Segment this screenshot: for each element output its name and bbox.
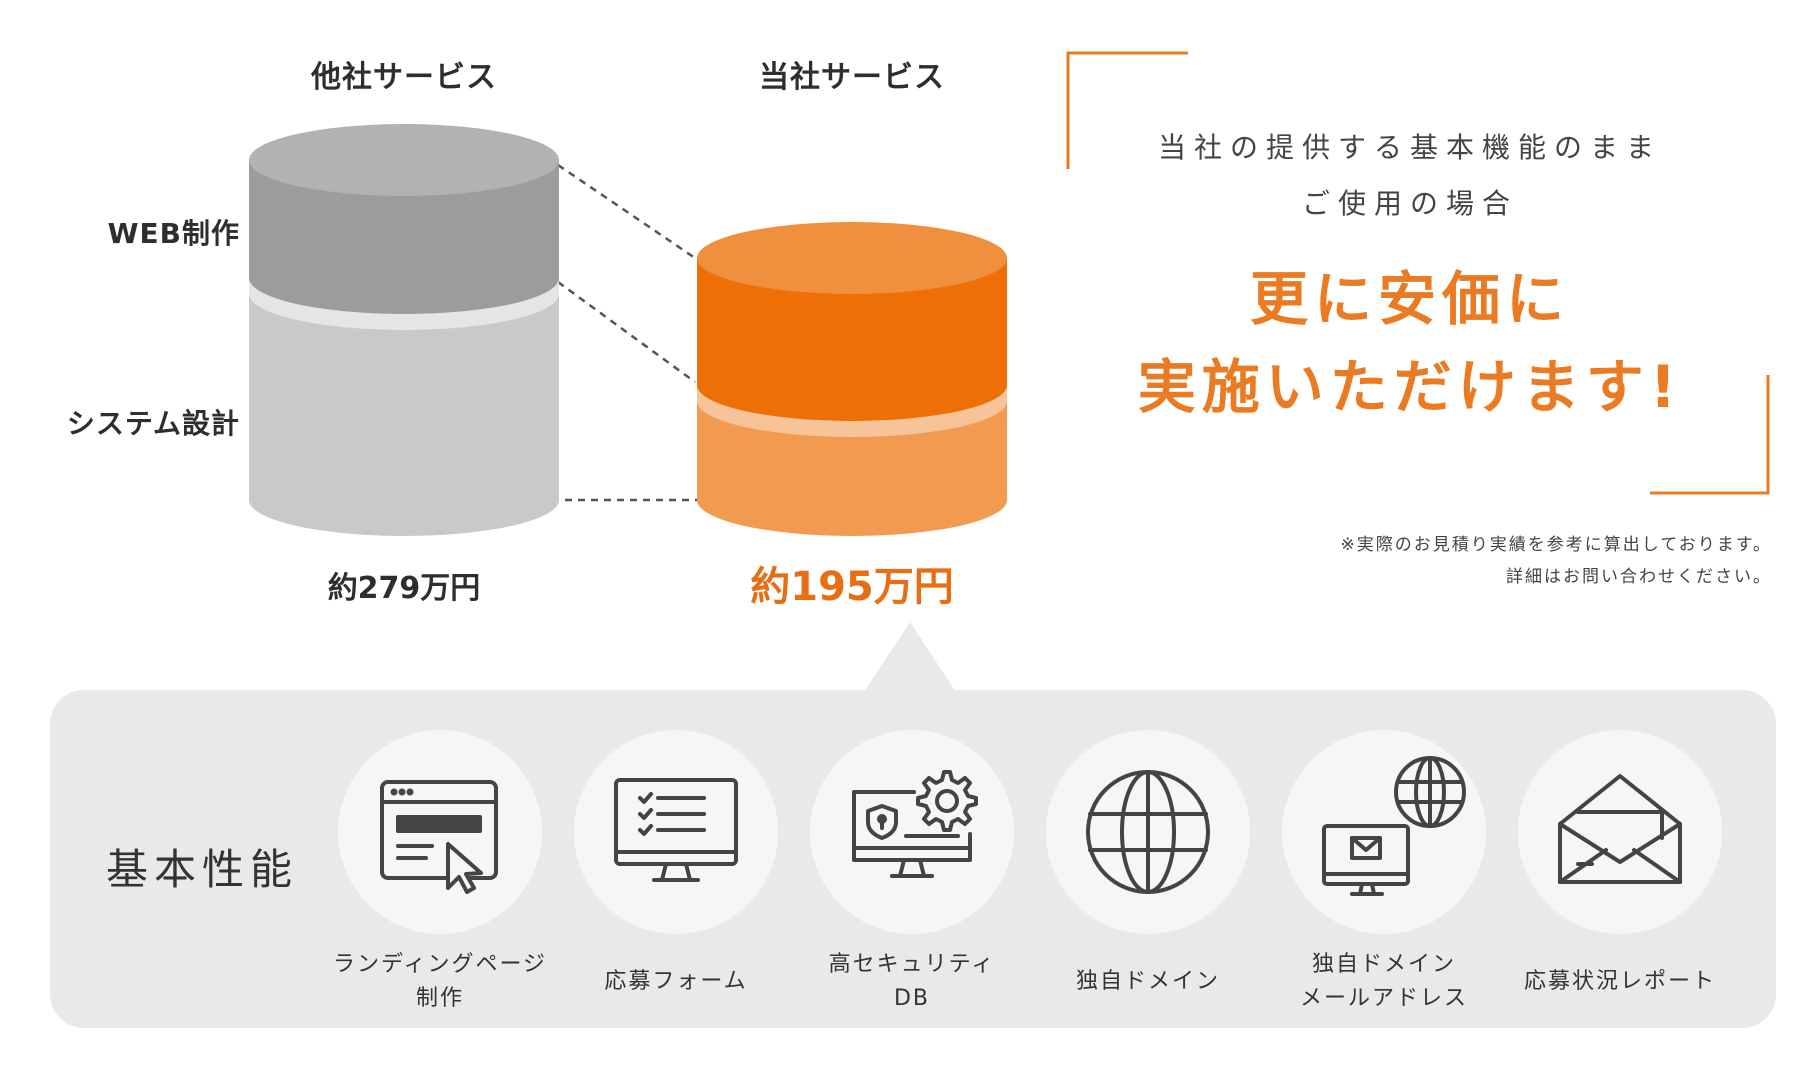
frame-corner-bottom-right (1650, 375, 1770, 495)
feature-label-line-2: メールアドレス (1299, 986, 1468, 1011)
feature-domain-mail-circle (1282, 730, 1486, 934)
feature-own-domain: 独自ドメイン (1028, 730, 1268, 999)
ours-top (697, 222, 1007, 294)
feature-landing-page: ランディングページ 制作 (320, 730, 560, 1016)
headline-line-2: 実施いただけます! (1137, 353, 1683, 421)
feature-label-line-2: DB (893, 986, 931, 1011)
contact-note: 詳細はお問い合わせください。 (1506, 567, 1772, 587)
estimate-note: ※実際のお見積り実績を参考に算出しております。 (1340, 535, 1772, 555)
panel-pointer (864, 622, 956, 692)
landing-page-icon (380, 780, 498, 894)
features-title: 基本性能 (106, 845, 299, 894)
feature-label-line-1: 独自ドメイン (1075, 969, 1220, 994)
connector-top (557, 163, 696, 260)
other-system-layer (249, 287, 559, 536)
cost-comparison-diagram (249, 124, 1007, 536)
frame-corner-top-left (1066, 51, 1188, 169)
message-frame (1066, 51, 1770, 495)
feature-status-report: 応募状況レポート (1500, 730, 1740, 999)
feature-secure-db-label: 高セキュリティ DB (792, 948, 1032, 1016)
connector-middle (557, 280, 696, 384)
our-price: 約195万円 (750, 564, 954, 610)
feature-label-line-2: 制作 (415, 986, 464, 1011)
feature-own-domain-label: 独自ドメイン (1028, 948, 1268, 999)
other-top (249, 124, 559, 196)
other-web-layer (249, 160, 559, 314)
feature-label-line-1: 高セキュリティ (828, 952, 996, 977)
feature-status-report-label: 応募状況レポート (1500, 948, 1740, 999)
feature-domain-mail: 独自ドメイン メールアドレス (1264, 730, 1504, 1016)
ours-cylinder (697, 222, 1007, 536)
application-form-icon (614, 778, 738, 882)
feature-own-domain-circle (1046, 730, 1250, 934)
mail-report-icon (1558, 774, 1682, 884)
feature-secure-db: 高セキュリティ DB (792, 730, 1032, 1016)
feature-application-form-circle (574, 730, 778, 934)
feature-status-report-circle (1518, 730, 1722, 934)
our-service-title: 当社サービス (759, 60, 945, 95)
headline-line-1: 更に安価に (1249, 265, 1570, 333)
domain-mail-icon (1322, 756, 1466, 896)
feature-label-line-1: 応募状況レポート (1523, 969, 1716, 994)
feature-label-line-1: ランディングページ (332, 952, 548, 977)
connector-lines (557, 163, 700, 502)
feature-landing-page-circle (338, 730, 542, 934)
other-price: 約279万円 (327, 571, 481, 606)
other-cylinder (249, 124, 559, 536)
condition-line-2: ご使用の場合 (1301, 187, 1518, 220)
feature-domain-mail-label: 独自ドメイン メールアドレス (1264, 948, 1504, 1016)
security-db-icon (852, 770, 978, 878)
ours-web-layer (697, 258, 1007, 421)
feature-landing-page-label: ランディングページ 制作 (320, 948, 560, 1016)
feature-label-line-1: 応募フォーム (604, 969, 748, 994)
globe-domain-icon (1086, 770, 1210, 894)
other-service-title: 他社サービス (311, 60, 497, 95)
feature-secure-db-circle (810, 730, 1014, 934)
feature-label-line-1: 独自ドメイン (1311, 952, 1456, 977)
layer-label-web: WEB制作 (107, 217, 240, 250)
condition-line-1: 当社の提供する基本機能のまま (1157, 131, 1662, 164)
feature-application-form-label: 応募フォーム (556, 948, 796, 999)
feature-application-form: 応募フォーム (556, 730, 796, 999)
layer-label-system: システム設計 (66, 407, 240, 440)
